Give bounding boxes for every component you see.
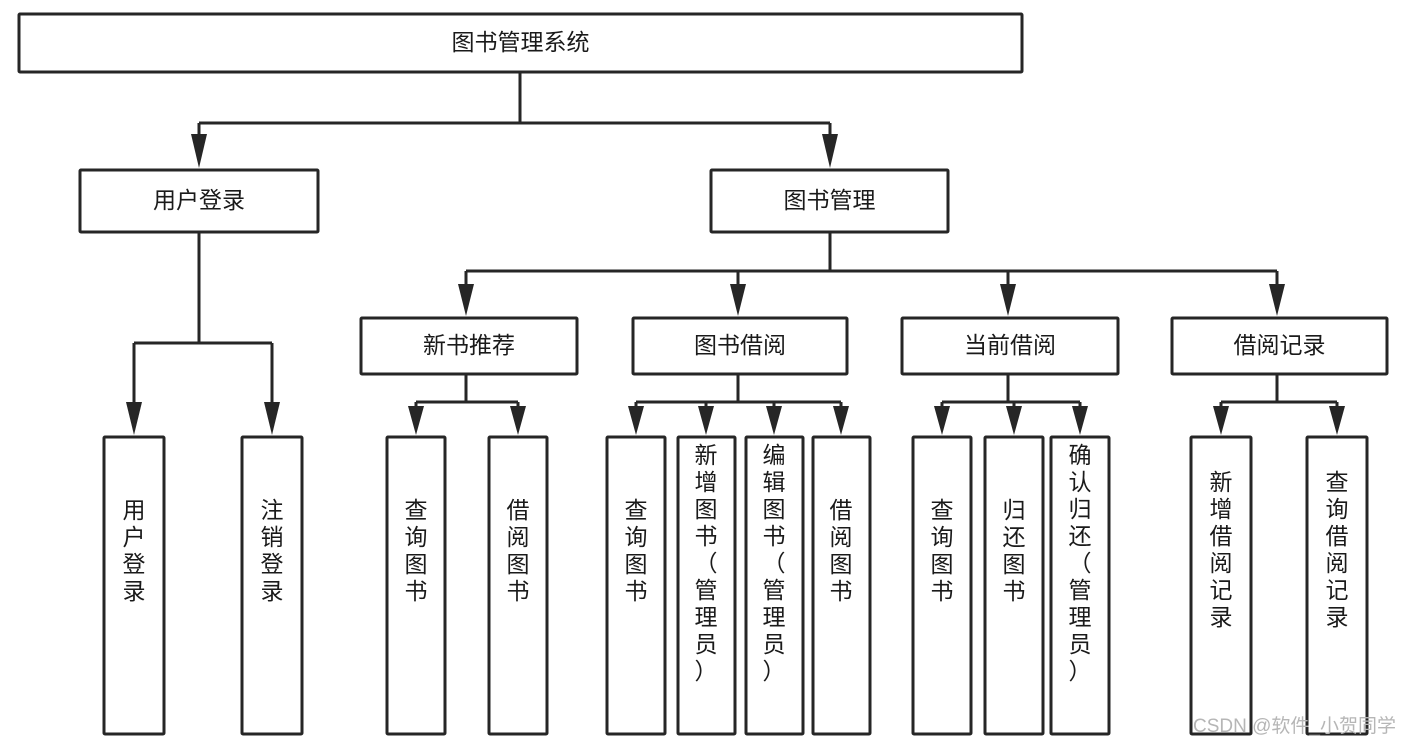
- node-leaf-logout-box[interactable]: [240, 435, 304, 736]
- node-leaf-add-record-label: 新增借阅记录: [1210, 469, 1233, 630]
- node-book-manage[interactable]: 图书管理: [709, 168, 950, 234]
- node-leaf-query-book-rec[interactable]: 查询图书: [385, 435, 447, 736]
- node-current-borrow[interactable]: 当前借阅: [900, 316, 1120, 376]
- node-leaf-query-record-label: 查询借阅记录: [1326, 469, 1349, 630]
- node-leaf-logout-label: 注销登录: [261, 497, 284, 604]
- node-leaf-confirm-return[interactable]: 确认归还（管理员）: [1049, 435, 1111, 736]
- csdn-watermark: CSDN @软件_小贺同学: [1193, 715, 1396, 737]
- node-leaf-query-book-cur[interactable]: 查询图书: [911, 435, 973, 736]
- arrowhead-user-login: [191, 134, 207, 168]
- node-leaf-query-record-box[interactable]: [1305, 435, 1369, 736]
- node-leaf-borrow-book[interactable]: 借阅图书: [811, 435, 872, 736]
- node-book-manage-label: 图书管理: [784, 187, 876, 213]
- node-leaf-edit-book[interactable]: 编辑图书（管理员）: [744, 435, 805, 736]
- node-root-system-box[interactable]: [17, 12, 1024, 74]
- node-leaf-add-record-box[interactable]: [1189, 435, 1253, 736]
- node-leaf-add-book[interactable]: 新增图书（管理员）: [676, 435, 737, 736]
- node-borrow-record-box[interactable]: [1170, 316, 1389, 376]
- arrowhead-leaf-add-book: [698, 406, 714, 435]
- node-leaf-borrow-book-label: 借阅图书: [830, 497, 853, 604]
- node-leaf-borrow-book-rec[interactable]: 借阅图书: [487, 435, 549, 736]
- node-leaf-confirm-return-label: 确认归还（管理员）: [1069, 442, 1092, 684]
- connector-group-userlogin-to-leaves: [126, 232, 280, 435]
- node-leaf-return-book-box[interactable]: [983, 435, 1045, 736]
- node-leaf-query-book-cur-label: 查询图书: [931, 497, 954, 604]
- node-book-manage-box[interactable]: [709, 168, 950, 234]
- arrowhead-leaf-add-record: [1213, 406, 1229, 435]
- node-leaf-query-book-cur-box[interactable]: [911, 435, 973, 736]
- arrowhead-leaf-query-book-borrow: [628, 406, 644, 435]
- node-leaf-confirm-return-box[interactable]: [1049, 435, 1111, 736]
- node-leaf-query-book-rec-label: 查询图书: [405, 497, 428, 604]
- connector-group-bookmanage-to-level3: [458, 232, 1285, 316]
- node-leaf-return-book-label: 归还图书: [1003, 497, 1026, 604]
- arrowhead-leaf-borrow-book: [833, 406, 849, 435]
- node-leaf-edit-book-label: 编辑图书（管理员）: [763, 442, 786, 684]
- arrowhead-leaf-confirm-return: [1072, 406, 1088, 435]
- node-book-borrow-box[interactable]: [631, 316, 849, 376]
- node-leaf-user-login[interactable]: 用户登录: [102, 435, 166, 736]
- arrowhead-leaf-query-book-cur: [934, 406, 950, 435]
- node-leaf-logout[interactable]: 注销登录: [240, 435, 304, 736]
- connector-group-root-to-level2: [191, 72, 838, 168]
- node-new-book-rec-box[interactable]: [359, 316, 579, 376]
- node-root-system[interactable]: 图书管理系统: [17, 12, 1024, 74]
- node-root-system-label: 图书管理系统: [452, 29, 590, 55]
- node-leaf-query-book-borrow-box[interactable]: [605, 435, 667, 736]
- node-current-borrow-label: 当前借阅: [964, 332, 1056, 358]
- node-leaf-query-record[interactable]: 查询借阅记录: [1305, 435, 1369, 736]
- node-leaf-borrow-book-rec-box[interactable]: [487, 435, 549, 736]
- node-leaf-query-book-rec-box[interactable]: [385, 435, 447, 736]
- arrowhead-leaf-user-login: [126, 402, 142, 435]
- node-leaf-query-book-borrow[interactable]: 查询图书: [605, 435, 667, 736]
- node-user-login-label: 用户登录: [153, 187, 245, 213]
- arrowhead-borrow-record: [1269, 284, 1285, 316]
- node-leaf-add-record[interactable]: 新增借阅记录: [1189, 435, 1253, 736]
- connector-group-newbookrec-to-leaves: [408, 374, 526, 435]
- node-leaf-query-book-borrow-label: 查询图书: [625, 497, 648, 604]
- node-borrow-record[interactable]: 借阅记录: [1170, 316, 1389, 376]
- connector-group-borrowrecord-to-leaves: [1213, 374, 1345, 435]
- node-new-book-rec-label: 新书推荐: [423, 332, 515, 358]
- node-leaf-user-login-label: 用户登录: [123, 497, 146, 604]
- arrowhead-leaf-borrow-book-rec: [510, 406, 526, 435]
- node-leaf-borrow-book-rec-label: 借阅图书: [507, 497, 530, 604]
- arrowhead-book-manage: [822, 134, 838, 168]
- node-leaf-add-book-label: 新增图书（管理员）: [695, 442, 718, 684]
- node-leaf-edit-book-box[interactable]: [744, 435, 805, 736]
- arrowhead-current-borrow: [1000, 284, 1016, 316]
- arrowhead-leaf-return-book: [1006, 406, 1022, 435]
- arrowhead-leaf-logout: [264, 402, 280, 435]
- arrowhead-leaf-query-record: [1329, 406, 1345, 435]
- arrowhead-leaf-edit-book: [766, 406, 782, 435]
- node-current-borrow-box[interactable]: [900, 316, 1120, 376]
- node-leaf-user-login-box[interactable]: [102, 435, 166, 736]
- node-user-login[interactable]: 用户登录: [78, 168, 320, 234]
- node-borrow-record-label: 借阅记录: [1234, 332, 1326, 358]
- node-book-borrow[interactable]: 图书借阅: [631, 316, 849, 376]
- connector-group-bookborrow-to-leaves: [628, 374, 849, 435]
- node-book-borrow-label: 图书借阅: [694, 332, 786, 358]
- node-new-book-rec[interactable]: 新书推荐: [359, 316, 579, 376]
- node-user-login-box[interactable]: [78, 168, 320, 234]
- node-leaf-return-book[interactable]: 归还图书: [983, 435, 1045, 736]
- connector-group-currentborrow-to-leaves: [934, 374, 1088, 435]
- node-leaf-borrow-book-box[interactable]: [811, 435, 872, 736]
- arrowhead-book-borrow: [730, 284, 746, 316]
- node-leaf-add-book-box[interactable]: [676, 435, 737, 736]
- arrowhead-new-book-rec: [458, 284, 474, 316]
- arrowhead-leaf-query-book-rec: [408, 406, 424, 435]
